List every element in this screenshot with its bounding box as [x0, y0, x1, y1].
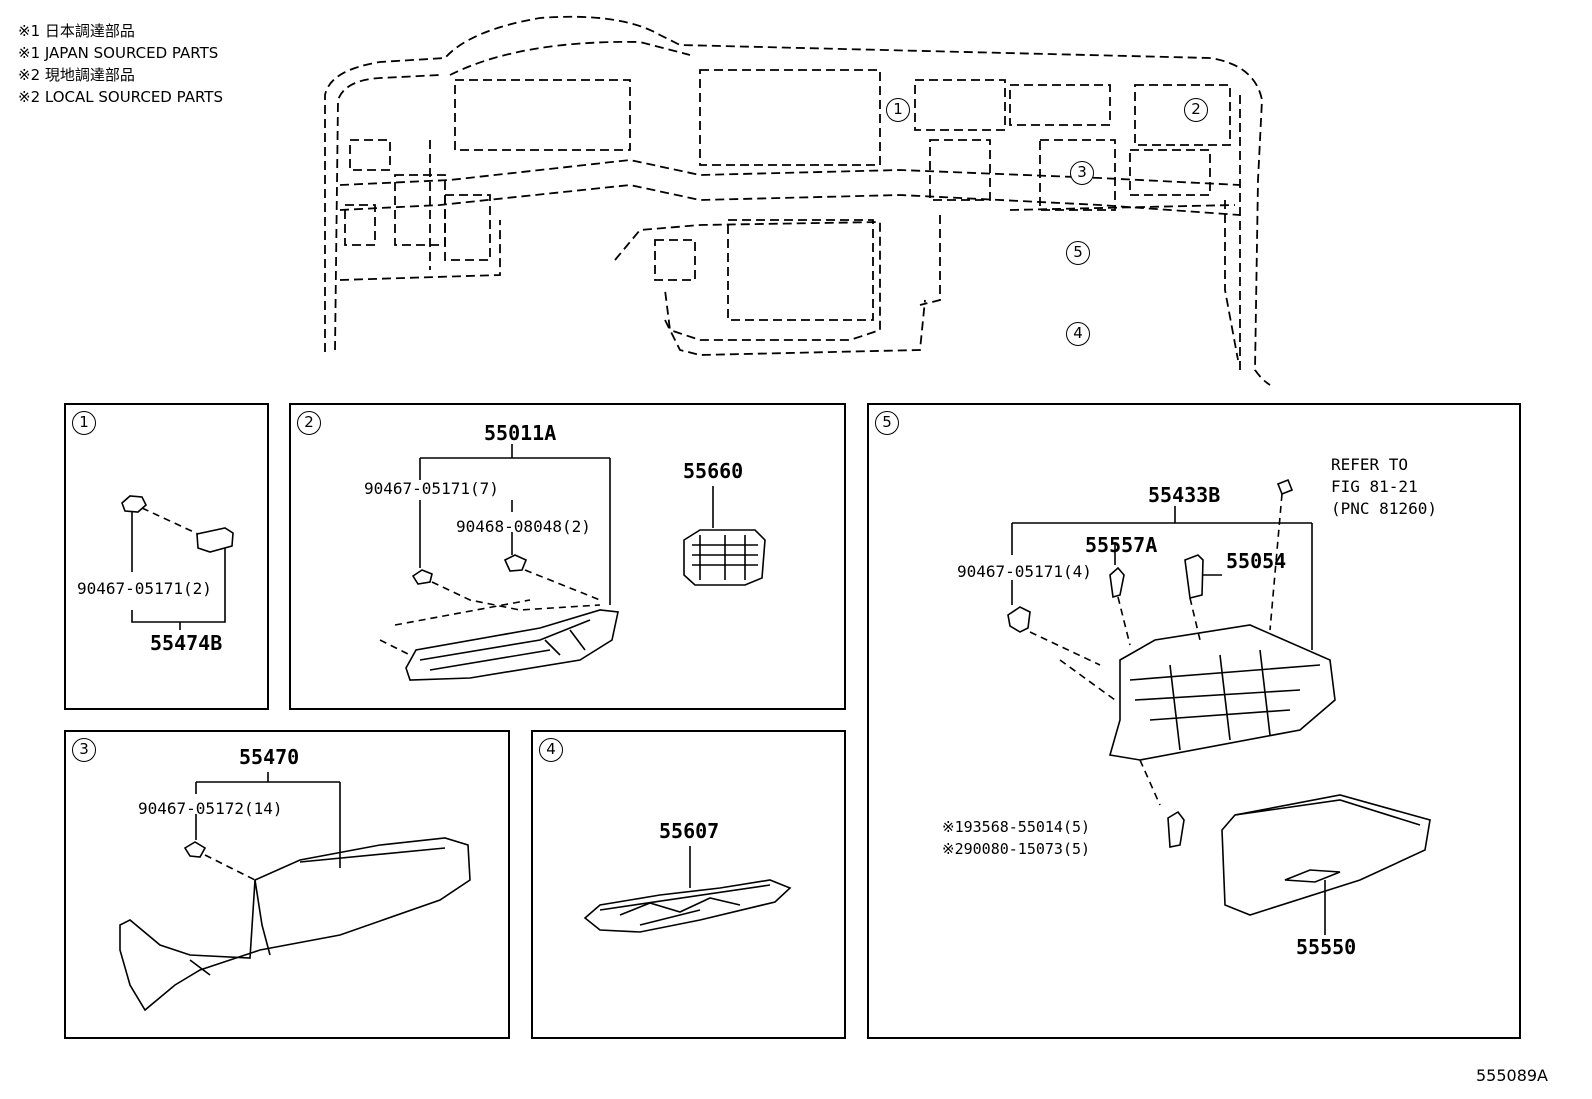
panel2-index: 2	[297, 411, 321, 435]
legend: ※1 日本調達部品 ※1 JAPAN SOURCED PARTS ※2 現地調達…	[18, 20, 223, 108]
damper-icon	[1109, 566, 1125, 599]
panel4-index: 4	[539, 738, 563, 762]
glove-compartment-housing	[1108, 624, 1336, 761]
panel5-clip-label: 90467-05171(4)	[957, 562, 1092, 581]
cylinder-icon	[1184, 554, 1204, 599]
panel5-refer-line-1: REFER TO	[1331, 455, 1409, 474]
dashboard-overview	[324, 15, 1271, 386]
lower-panel-trim	[119, 837, 471, 1012]
panel4-part-label: 55607	[659, 819, 720, 843]
panel5-screw2: ※290080-15073(5)	[942, 840, 1090, 858]
panel3-index: 3	[72, 738, 96, 762]
panel5-screw1: ※193568-55014(5)	[942, 818, 1090, 836]
screw1-number: 93568-55014(5)	[963, 818, 1091, 836]
panel5-index: 5	[875, 411, 899, 435]
screw1-mark: ※1	[942, 818, 964, 836]
figure-code: 555089A	[1475, 1066, 1548, 1085]
panel1-artwork	[121, 495, 234, 630]
panel5-box-label: 55550	[1296, 935, 1357, 959]
panel1-assembly-label: 55474B	[150, 631, 223, 655]
panel1-clip-label: 90467-05171(2)	[77, 579, 212, 598]
screw2-mark: ※2	[942, 840, 964, 858]
overview-callout-2: 2	[1184, 98, 1208, 122]
panel2-clip2-label: 90468-08048(2)	[456, 517, 591, 536]
clip-icon	[183, 841, 207, 858]
refer-clip-icon	[1276, 478, 1294, 496]
clip-icon	[121, 495, 147, 513]
clip-icon-2	[503, 554, 528, 572]
panel5-artwork	[1007, 478, 1431, 935]
panel-5: 5	[867, 403, 1521, 1039]
legend-line-1: ※1 日本調達部品	[18, 22, 135, 40]
screw2-number: 90080-15073(5)	[963, 840, 1091, 858]
undercover-part	[583, 879, 792, 933]
panel2-artwork	[379, 444, 766, 681]
panel4-artwork	[583, 846, 792, 933]
panel5-refer-line-2: FIG 81-21	[1331, 477, 1418, 496]
panel3-assembly-label: 55470	[239, 745, 300, 769]
panel5-part-a-label: 55557A	[1085, 533, 1158, 557]
overview-callout-5: 5	[1066, 241, 1090, 265]
bracket-icon	[196, 527, 234, 553]
panel-1: 1	[64, 403, 269, 710]
vent-part	[683, 529, 766, 586]
panel3-artwork	[119, 772, 471, 1012]
panel-2: 2	[289, 403, 846, 710]
legend-line-2: ※1 JAPAN SOURCED PARTS	[18, 44, 219, 62]
clip-icon	[1007, 606, 1031, 633]
legend-line-3: ※2 現地調達部品	[18, 66, 135, 84]
panel-3: 3	[64, 730, 510, 1039]
panel1-index: 1	[72, 411, 96, 435]
overview-callout-4: 4	[1066, 322, 1090, 346]
panel5-part-b-label: 55054	[1226, 549, 1287, 573]
panel2-assembly-label: 55011A	[484, 421, 557, 445]
overview-callout-3: 3	[1070, 161, 1094, 185]
panel-4: 4	[531, 730, 846, 1039]
panel3-clip-label: 90467-05172(14)	[138, 799, 283, 818]
center-cluster-trim	[405, 609, 619, 681]
screw-icon	[1167, 810, 1185, 848]
clip-icon-1	[411, 569, 433, 585]
panel2-part-label: 55660	[683, 459, 744, 483]
glove-box-door	[1221, 794, 1431, 916]
overview-callout-1: 1	[886, 98, 910, 122]
legend-line-4: ※2 LOCAL SOURCED PARTS	[18, 88, 223, 106]
panel5-assembly-label: 55433B	[1148, 483, 1221, 507]
panel2-clip1-label: 90467-05171(7)	[364, 479, 499, 498]
panel5-refer-line-3: (PNC 81260)	[1331, 499, 1437, 518]
